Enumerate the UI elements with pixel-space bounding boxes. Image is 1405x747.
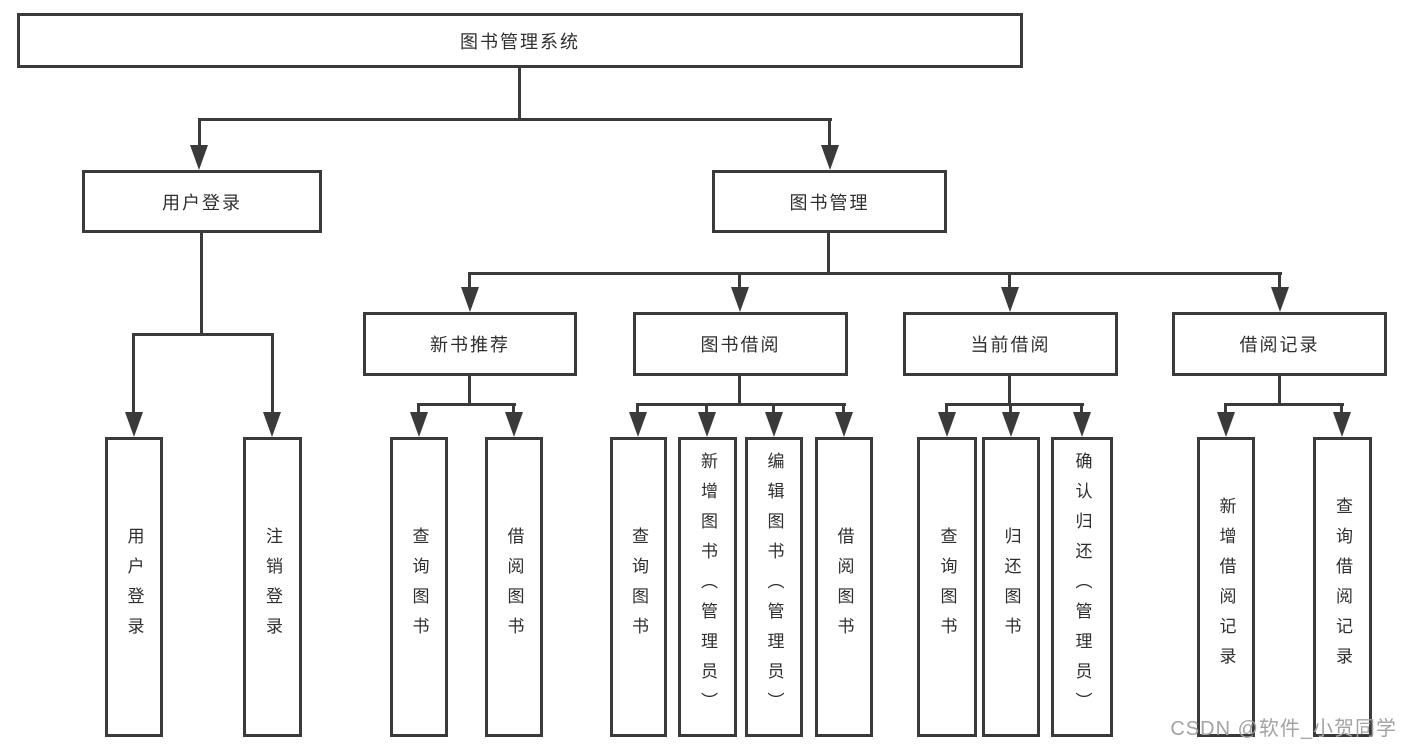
csdn-watermark: CSDN @软件_小贺同学: [1170, 718, 1397, 740]
connector-line: [827, 233, 830, 275]
node-book-borrowing: 图书借阅: [633, 312, 848, 376]
connector-line: [198, 118, 832, 121]
node-label: 图书借阅: [700, 335, 781, 355]
arrow-down-icon: [765, 412, 783, 437]
leaf-query-books-current: 查询图书: [917, 437, 977, 737]
connector-line: [1278, 272, 1281, 290]
arrow-down-icon: [821, 145, 839, 170]
connector-line: [1008, 272, 1011, 290]
arrow-down-icon: [410, 412, 428, 437]
leaf-query-books-borrowing: 查询图书: [610, 437, 667, 737]
arrow-down-icon: [190, 145, 208, 170]
connector-line: [1008, 376, 1011, 406]
node-library-management-system: 图书管理系统: [17, 13, 1023, 68]
arrow-down-icon: [263, 412, 281, 437]
connector-line: [468, 376, 471, 406]
leaf-user-login: 用户登录: [105, 437, 163, 737]
leaf-return-book: 归还图书: [982, 437, 1040, 737]
connector-line: [738, 376, 741, 406]
connector-line: [842, 403, 845, 417]
arrow-down-icon: [835, 412, 853, 437]
leaf-label: 查询图书: [629, 527, 648, 647]
leaf-label: 查询借阅记录: [1333, 497, 1352, 677]
arrow-down-icon: [1073, 412, 1091, 437]
node-label: 图书管理: [789, 192, 870, 213]
leaf-add-borrow-record: 新增借阅记录: [1197, 437, 1255, 737]
connector-line: [1340, 403, 1343, 417]
arrow-down-icon: [461, 287, 479, 312]
node-label: 用户登录: [162, 192, 242, 213]
connector-line: [636, 403, 846, 406]
connector-line: [518, 68, 521, 121]
arrow-down-icon: [125, 412, 143, 437]
leaf-query-borrow-record: 查询借阅记录: [1313, 437, 1372, 737]
leaf-label: 归还图书: [1001, 527, 1021, 647]
connector-line: [1278, 376, 1281, 406]
arrow-down-icon: [1271, 287, 1289, 312]
arrow-down-icon: [938, 412, 956, 437]
connector-line: [132, 333, 135, 415]
connector-line: [1009, 403, 1012, 417]
connector-line: [828, 118, 831, 150]
node-book-management: 图书管理: [712, 170, 947, 233]
node-label: 新书推荐: [430, 335, 510, 355]
leaf-label: 借阅图书: [504, 527, 524, 647]
leaf-borrow-books-borrowing: 借阅图书: [815, 437, 873, 737]
leaf-label: 新增图书（管理员）: [698, 452, 717, 722]
arrow-down-icon: [698, 412, 716, 437]
connector-line: [198, 118, 201, 150]
connector-line: [772, 403, 775, 417]
arrow-down-icon: [629, 412, 647, 437]
leaf-query-books-recommend: 查询图书: [390, 437, 448, 737]
leaf-add-book-admin: 新增图书（管理员）: [678, 437, 737, 737]
node-new-book-recommend: 新书推荐: [363, 312, 577, 376]
connector-line: [271, 333, 274, 415]
connector-line: [468, 272, 1282, 275]
arrow-down-icon: [1001, 287, 1019, 312]
connector-line: [636, 403, 639, 417]
connector-line: [945, 403, 948, 417]
node-borrowing-records: 借阅记录: [1172, 312, 1387, 376]
leaf-label: 用户登录: [124, 527, 144, 647]
connector-line: [738, 272, 741, 290]
node-label: 当前借阅: [970, 335, 1051, 355]
arrow-down-icon: [1217, 412, 1235, 437]
leaf-borrow-books-recommend: 借阅图书: [485, 437, 543, 737]
leaf-label: 新增借阅记录: [1216, 497, 1236, 677]
node-current-borrowing: 当前借阅: [903, 312, 1118, 376]
connector-line: [705, 403, 708, 417]
leaf-label: 确认归还（管理员）: [1072, 452, 1092, 722]
leaf-logout: 注销登录: [243, 437, 302, 737]
connector-line: [417, 403, 420, 417]
arrow-down-icon: [505, 412, 523, 437]
arrow-down-icon: [1333, 412, 1351, 437]
node-label: 借阅记录: [1239, 335, 1320, 355]
connector-line: [1224, 403, 1227, 417]
leaf-label: 注销登录: [263, 527, 282, 647]
connector-line: [200, 233, 203, 336]
leaf-label: 编辑图书（管理员）: [764, 452, 784, 722]
connector-line: [468, 272, 471, 290]
leaf-label: 借阅图书: [834, 527, 854, 647]
arrow-down-icon: [1002, 412, 1020, 437]
connector-line: [512, 403, 515, 417]
connector-line: [1080, 403, 1083, 417]
arrow-down-icon: [731, 287, 749, 312]
leaf-edit-book-admin: 编辑图书（管理员）: [745, 437, 803, 737]
connector-line: [1224, 403, 1344, 406]
node-label: 图书管理系统: [460, 31, 580, 52]
connector-line: [417, 403, 516, 406]
leaf-confirm-return-admin: 确认归还（管理员）: [1051, 437, 1113, 737]
leaf-label: 查询图书: [937, 527, 957, 647]
connector-line: [945, 403, 1084, 406]
leaf-label: 查询图书: [409, 527, 429, 647]
node-user-login: 用户登录: [82, 170, 322, 233]
connector-line: [132, 333, 274, 336]
